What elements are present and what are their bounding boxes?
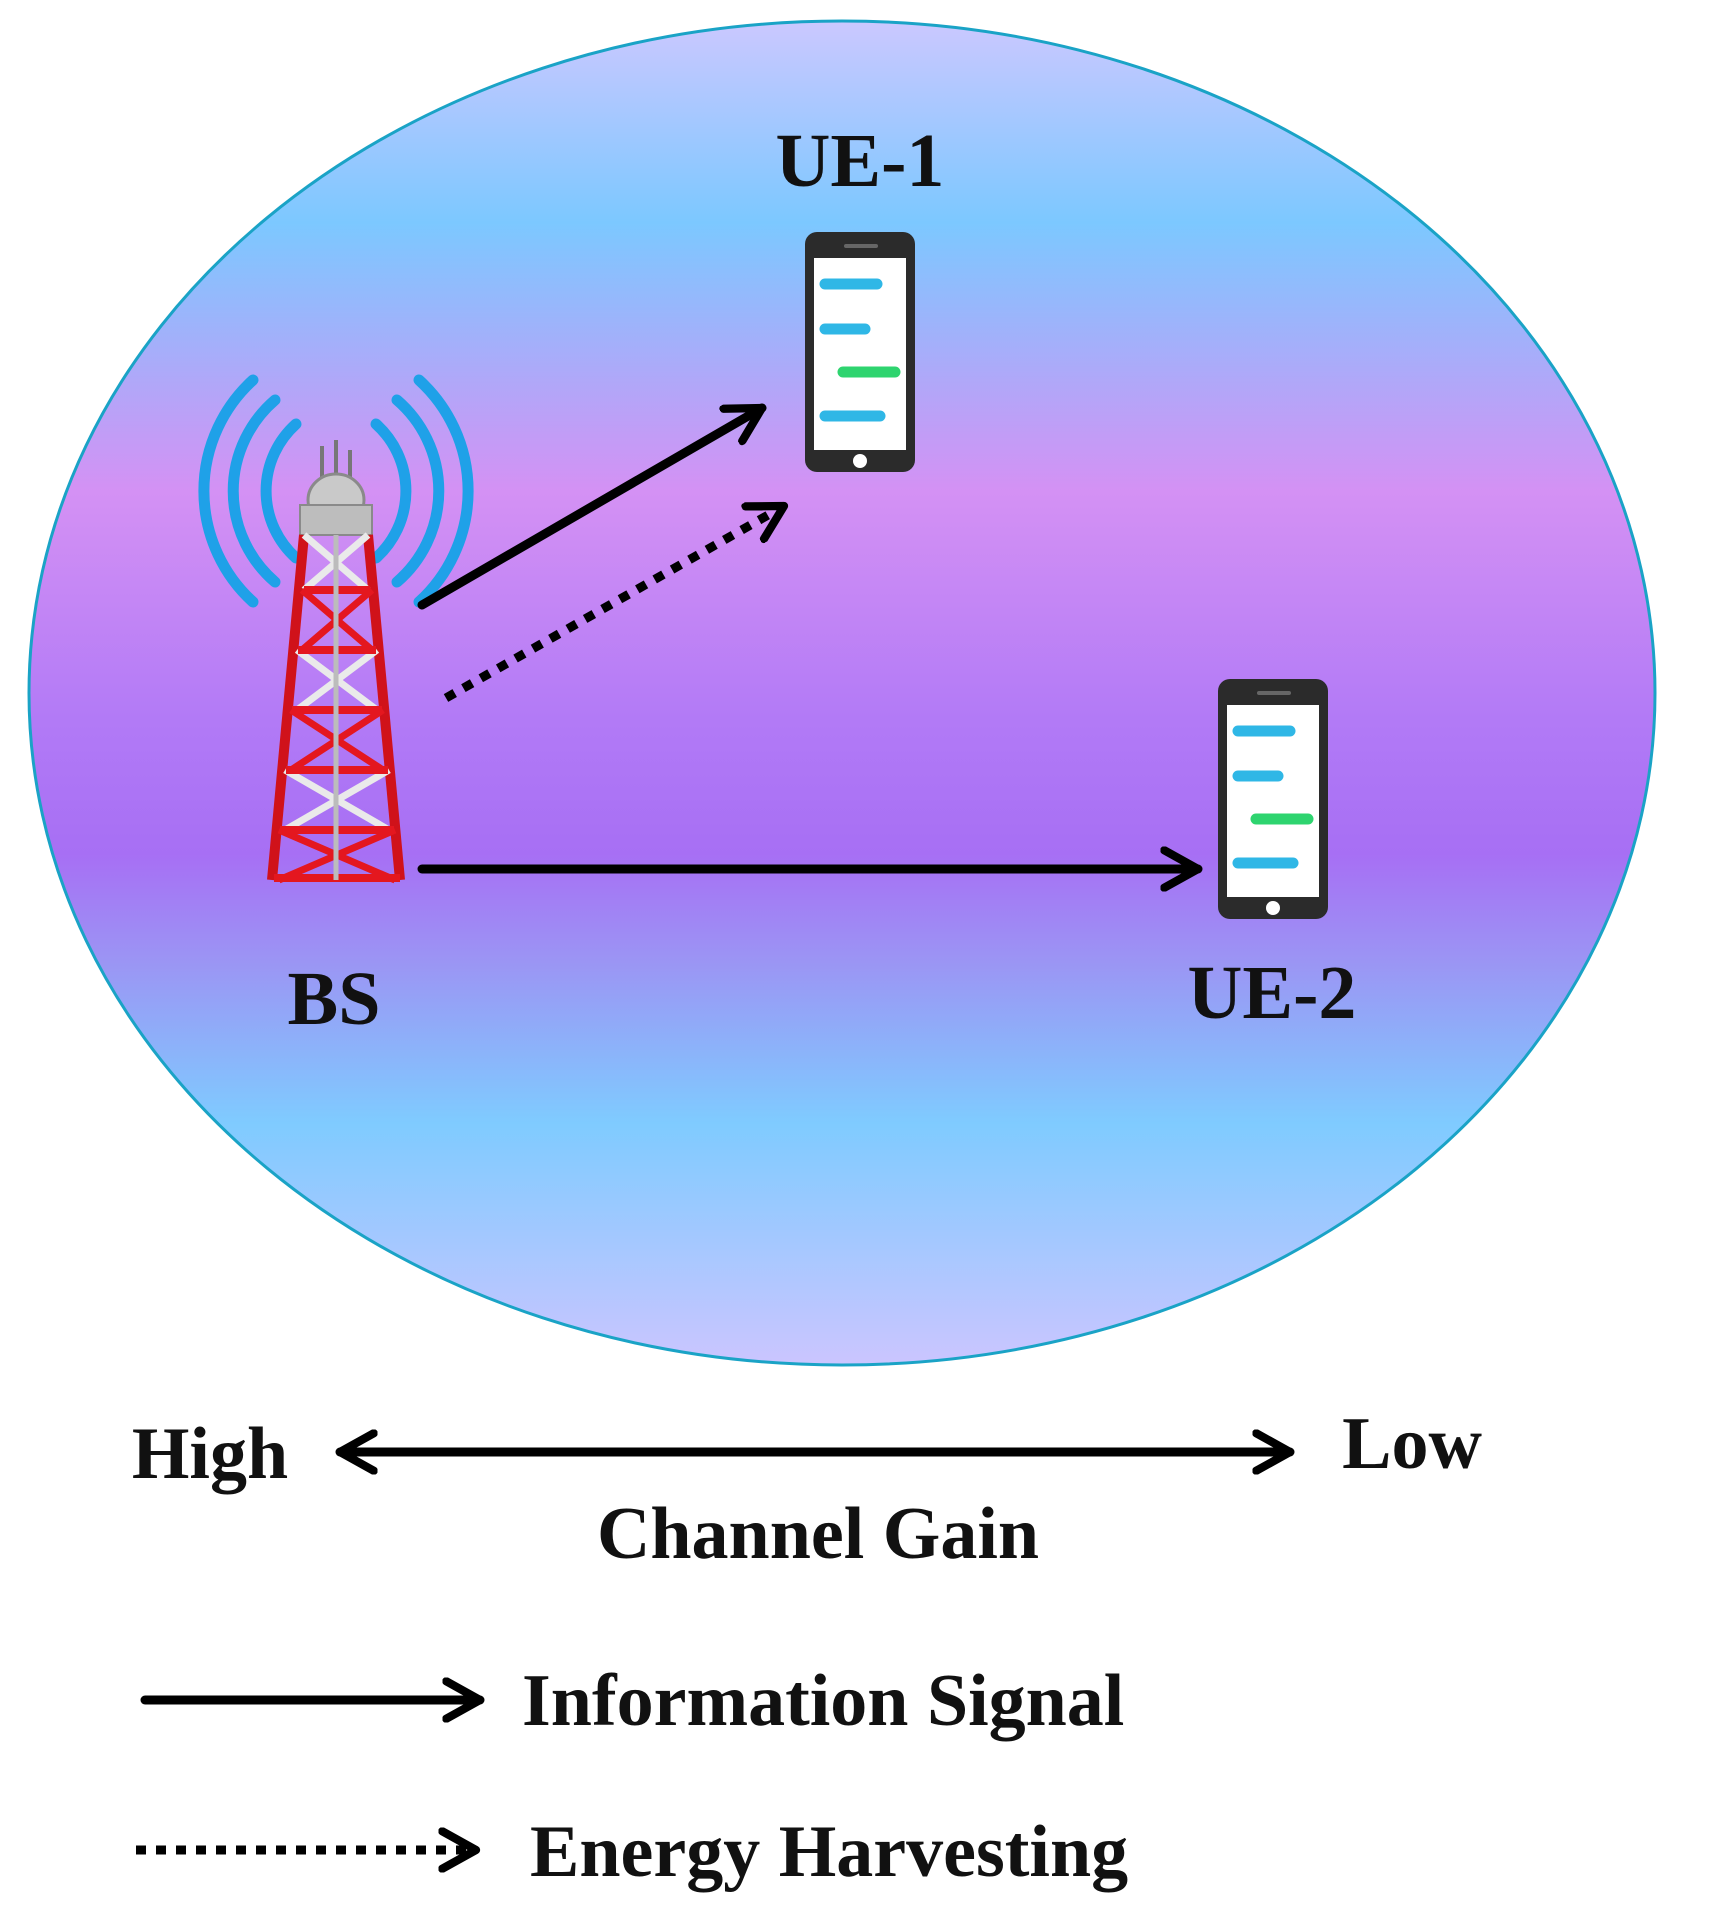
base-station-tower-icon <box>198 374 474 884</box>
ue1-phone-icon <box>805 232 915 472</box>
legend-energy-label: Energy Harvesting <box>530 1811 1128 1893</box>
high-label: High <box>132 1413 288 1495</box>
ue2-phone-icon <box>1218 679 1328 919</box>
coverage-cell <box>27 19 1657 1367</box>
ue1-label: UE-1 <box>776 119 945 203</box>
legend: Information Signal Energy Harvesting <box>136 1660 1128 1893</box>
information-signal-arrow-ue1 <box>417 403 767 610</box>
channel-gain-caption: Channel Gain <box>597 1493 1039 1575</box>
legend-information-label: Information Signal <box>522 1660 1124 1742</box>
energy-harvesting-arrow-ue1 <box>443 506 784 702</box>
ue2-label: UE-2 <box>1188 951 1357 1035</box>
bs-label: BS <box>288 957 381 1041</box>
low-label: Low <box>1342 1403 1482 1485</box>
